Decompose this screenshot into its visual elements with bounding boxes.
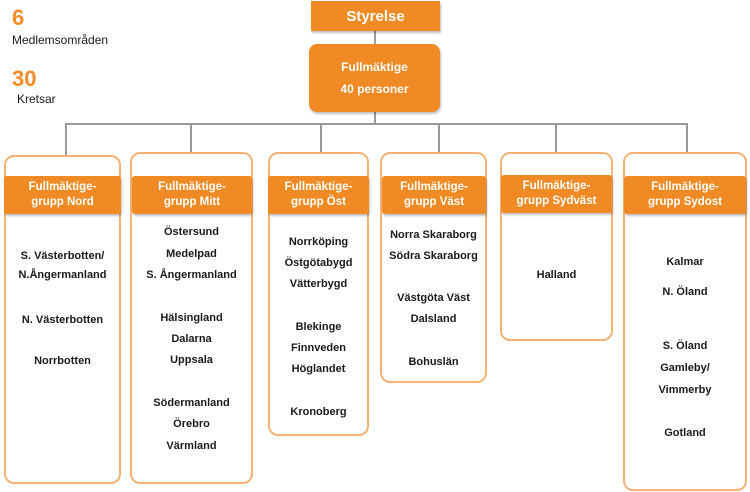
connector-board-council bbox=[374, 31, 376, 44]
connector-vast bbox=[438, 123, 440, 153]
group-vast-header-line1: Fullmäktige- bbox=[400, 181, 468, 193]
connector-sydvast bbox=[555, 123, 557, 153]
list-item: Medelpad bbox=[166, 248, 217, 260]
council-box: Fullmäktige 40 personer bbox=[309, 44, 440, 112]
list-item: Uppsala bbox=[170, 354, 213, 366]
list-item: Gotland bbox=[664, 427, 706, 439]
list-item: N. Västerbotten bbox=[21, 314, 104, 326]
list-item: Norrköping bbox=[288, 236, 349, 248]
group-sydost-header: Fullmäktige- grupp Sydost bbox=[624, 176, 746, 214]
list-item: Finnveden bbox=[290, 342, 346, 354]
list-item: Östgötabygd bbox=[284, 257, 353, 269]
group-sydvast-header: Fullmäktige- grupp Sydväst bbox=[501, 175, 612, 213]
list-item: Södra Skaraborg bbox=[389, 250, 478, 262]
list-item: Kalmar bbox=[666, 256, 704, 268]
group-mitt-header: Fullmäktige- grupp Mitt bbox=[132, 176, 252, 214]
list-item: S. Västerbotten/ bbox=[20, 250, 105, 262]
list-item: Halland bbox=[536, 269, 577, 281]
council-size: 40 personer bbox=[340, 82, 409, 96]
group-mitt-header-line2: grupp Mitt bbox=[163, 196, 221, 208]
board-box: Styrelse bbox=[311, 1, 440, 31]
list-item: Norra Skaraborg bbox=[390, 229, 477, 241]
group-vast-header: Fullmäktige- grupp Väst bbox=[382, 176, 486, 214]
list-item: Kronoberg bbox=[290, 406, 347, 418]
list-item: Blekinge bbox=[295, 321, 342, 333]
group-sydvast-header-line2: grupp Sydväst bbox=[516, 195, 597, 207]
list-item: Norrbotten bbox=[34, 355, 91, 367]
list-item: N. Öland bbox=[662, 286, 708, 298]
connector-nord bbox=[65, 123, 67, 156]
list-item: Östersund bbox=[163, 226, 219, 238]
list-item: Södermanland bbox=[153, 397, 230, 409]
stat-label-circuits: Kretsar bbox=[17, 92, 56, 106]
group-sydost-header-line2: grupp Sydost bbox=[647, 196, 723, 208]
connector-horizontal-bus bbox=[65, 123, 687, 125]
list-item: N.Ångermanland bbox=[18, 269, 107, 281]
group-nord-header: Fullmäktige- grupp Nord bbox=[4, 176, 121, 214]
group-nord-header-line2: grupp Nord bbox=[31, 196, 94, 208]
board-label: Styrelse bbox=[346, 7, 405, 25]
group-sydost-header-line1: Fullmäktige- bbox=[651, 181, 719, 193]
group-ost-header: Fullmäktige- grupp Öst bbox=[268, 176, 369, 214]
list-item: Västgöta Väst bbox=[397, 292, 470, 304]
connector-ost bbox=[320, 123, 322, 153]
stat-number-areas: 6 bbox=[12, 5, 25, 30]
group-vast-header-line2: grupp Väst bbox=[403, 196, 465, 208]
list-item: Dalarna bbox=[171, 333, 212, 345]
council-title: Fullmäktige bbox=[341, 60, 408, 74]
connector-sydost bbox=[686, 123, 688, 153]
list-item: Värmland bbox=[166, 440, 217, 452]
list-item: S. Öland bbox=[662, 340, 708, 352]
list-item: Vimmerby bbox=[658, 384, 712, 396]
group-nord-header-line1: Fullmäktige- bbox=[28, 181, 97, 193]
stat-number-circuits: 30 bbox=[12, 66, 37, 91]
list-item: Bohuslän bbox=[408, 356, 459, 368]
list-item: Gamleby/ bbox=[660, 362, 710, 374]
group-ost-header-line2: grupp Öst bbox=[291, 196, 346, 208]
connector-mitt bbox=[190, 123, 192, 153]
group-ost-header-line1: Fullmäktige- bbox=[284, 181, 353, 193]
list-item: Vätterbygd bbox=[289, 278, 348, 290]
group-mitt-header-line1: Fullmäktige- bbox=[158, 181, 226, 193]
connector-council-bus bbox=[374, 112, 376, 124]
list-item: Dalsland bbox=[410, 313, 457, 325]
list-item: S. Ångermanland bbox=[146, 269, 237, 281]
list-item: Höglandet bbox=[291, 363, 346, 375]
group-sydvast-header-line1: Fullmäktige- bbox=[522, 180, 591, 192]
list-item: Örebro bbox=[173, 418, 210, 430]
list-item: Hälsingland bbox=[160, 312, 223, 324]
stat-label-areas: Medlemsområden bbox=[12, 33, 109, 47]
